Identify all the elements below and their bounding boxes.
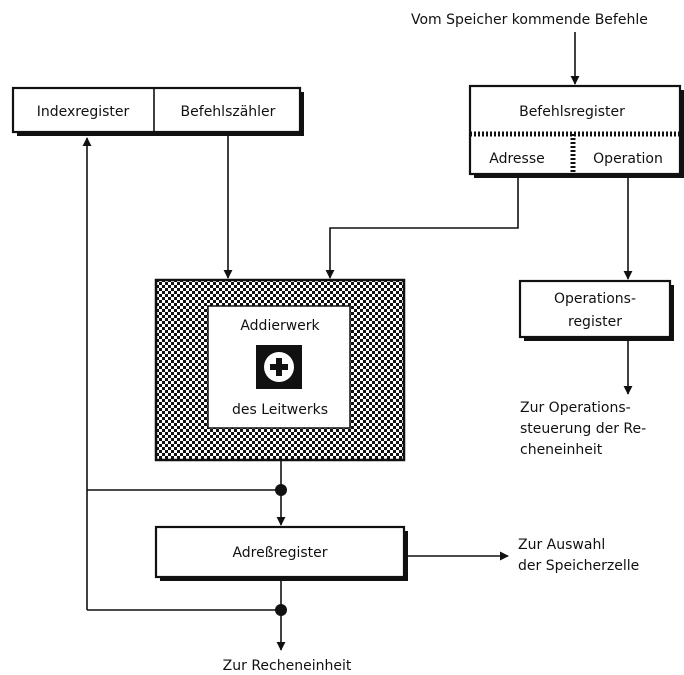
adder-unit: Addierwerk des Leitwerks <box>154 278 406 462</box>
operation-control-line1: Zur Operations- <box>520 400 631 416</box>
address-field-label: Adresse <box>489 151 544 167</box>
cell-select-line1: Zur Auswahl <box>518 537 605 553</box>
program-counter-label: Befehlszähler <box>181 104 276 120</box>
operation-register-line2: register <box>568 314 622 330</box>
operation-register: Operations- register <box>518 279 674 341</box>
cell-select-line2: der Speicherzelle <box>518 558 639 574</box>
junction-top <box>275 484 287 496</box>
instruction-register: Befehlsregister Adresse Operation <box>468 84 684 178</box>
address-to-adder-arrow <box>325 178 519 279</box>
address-register: Adreßregister <box>154 525 408 581</box>
operation-control-line3: cheneinheit <box>520 442 603 458</box>
source-label: Vom Speicher kommende Befehle <box>411 12 648 28</box>
index-register-label: Indexregister <box>37 104 130 120</box>
connections <box>82 136 633 651</box>
index-counter-register: Indexregister Befehlszähler <box>11 86 304 136</box>
arithmetic-unit-label: Zur Recheneinheit <box>223 658 352 674</box>
operation-control-line2: steuerung der Re- <box>520 421 646 437</box>
operation-field-label: Operation <box>593 151 663 167</box>
address-register-label: Adreßregister <box>232 545 327 561</box>
instruction-register-title: Befehlsregister <box>519 104 625 120</box>
adder-label-bottom: des Leitwerks <box>232 402 328 418</box>
operation-register-line1: Operations- <box>554 291 636 307</box>
adder-label-top: Addierwerk <box>240 318 320 334</box>
junction-bottom <box>275 604 287 616</box>
